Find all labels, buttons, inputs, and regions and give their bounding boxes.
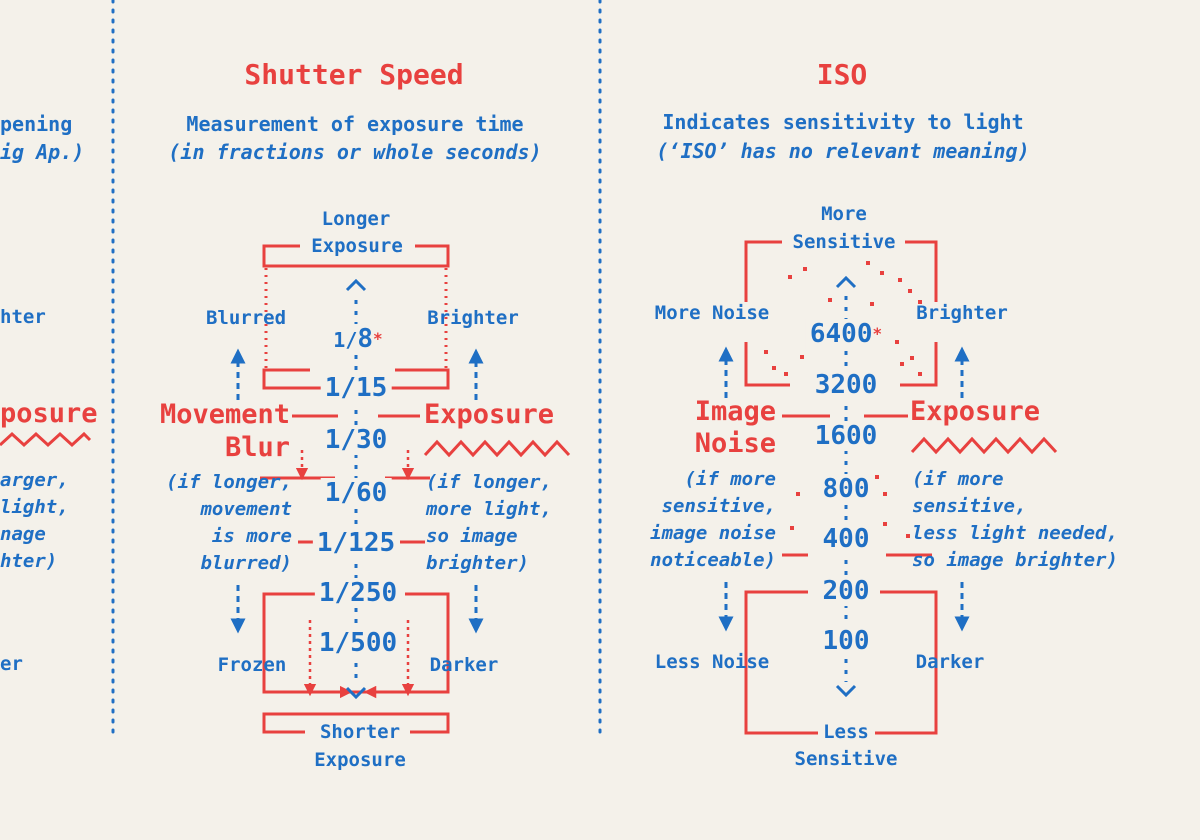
iso-subtitle: Indicates sensitivity to light <box>662 110 1024 134</box>
shutter-blurred-label: Blurred <box>205 307 287 329</box>
shutter-subtitle-note: (in fractions or whole seconds) <box>168 140 542 164</box>
iso-more-noise-label: More Noise <box>654 302 770 324</box>
iso-brighter-label: Brighter <box>916 302 1008 324</box>
image-noise-desc: noticeable) <box>650 549 776 571</box>
iso-less-noise-label: Less Noise <box>654 651 770 673</box>
zigzag-line <box>423 439 571 458</box>
shutter-bottom-label: Shorter <box>315 718 405 746</box>
asterisk-mark: * <box>872 324 883 343</box>
iso-exposure-desc: sensitive, <box>912 495 1027 517</box>
aperture-desc-line: light, <box>0 496 69 518</box>
iso-top-label: Sensitive <box>788 228 900 256</box>
aperture-brighter-label: hter <box>0 306 46 328</box>
zigzag-line <box>910 436 1058 455</box>
shutter-value: 1/8* <box>329 324 387 355</box>
shutter-value: 1/125 <box>312 528 400 558</box>
iso-bottom-label: Less <box>819 718 873 746</box>
shutter-value: 1/250 <box>314 578 402 608</box>
shutter-frozen-label: Frozen <box>217 654 287 676</box>
shutter-top-label: Exposure <box>307 232 407 260</box>
iso-value-digits: 6400 <box>809 319 873 349</box>
shutter-exposure-heading: Exposure <box>424 399 555 430</box>
image-noise-heading: Image <box>694 396 776 427</box>
aperture-subtitle-line2: ig Ap.) <box>0 140 85 164</box>
iso-bottom-label: Sensitive <box>794 748 898 770</box>
shutter-brighter-label: Brighter <box>427 307 519 329</box>
noise-dots <box>764 261 922 538</box>
iso-value: 3200 <box>810 370 882 400</box>
shutter-exposure-desc: more light, <box>426 498 552 520</box>
movement-blur-desc: blurred) <box>200 552 292 574</box>
shutter-darker-label: Darker <box>429 654 499 676</box>
shutter-top-label: Longer <box>321 208 391 230</box>
iso-value: 6400* <box>805 319 887 349</box>
shutter-value: 1/500 <box>314 628 402 658</box>
iso-darker-label: Darker <box>915 651 985 673</box>
iso-exposure-desc: so image brighter) <box>912 549 1118 571</box>
shutter-value: 1/30 <box>320 425 392 455</box>
image-noise-desc: image noise <box>650 522 776 544</box>
image-noise-desc: sensitive, <box>661 495 776 517</box>
asterisk-mark: * <box>373 329 383 348</box>
iso-exposure-heading: Exposure <box>910 396 1041 427</box>
shutter-exposure-desc: brighter) <box>426 552 529 574</box>
movement-blur-desc: movement <box>200 498 292 520</box>
shutter-value-digits: 8 <box>357 324 374 354</box>
shutter-exposure-desc: so image <box>426 525 518 547</box>
aperture-darker-label: er <box>0 653 23 675</box>
movement-blur-heading: Blur <box>224 432 290 463</box>
iso-top-label: More <box>821 203 867 225</box>
iso-value: 200 <box>818 576 874 606</box>
movement-blur-heading: Movement <box>159 399 290 430</box>
shutter-title: Shutter Speed <box>244 58 464 91</box>
shutter-exposure-desc: (if longer, <box>426 471 552 493</box>
shutter-value: 1/60 <box>320 478 392 508</box>
aperture-desc-line: nage <box>0 523 46 545</box>
iso-value: 400 <box>818 524 874 554</box>
shutter-bottom-label: Exposure <box>314 749 406 771</box>
aperture-desc-line: arger, <box>0 469 69 491</box>
image-noise-desc: (if more <box>684 468 776 490</box>
shutter-subtitle: Measurement of exposure time <box>186 112 524 136</box>
movement-blur-desc: (if longer, <box>166 471 292 493</box>
iso-exposure-desc: (if more <box>912 468 1004 490</box>
iso-value: 800 <box>818 474 874 504</box>
aperture-subtitle-line1: pening <box>0 112 73 136</box>
image-noise-heading: Noise <box>694 428 776 459</box>
iso-title: ISO <box>816 58 868 91</box>
zigzag-line <box>0 431 92 448</box>
shutter-value-prefix: 1/ <box>333 328 358 352</box>
iso-value: 1600 <box>810 421 882 451</box>
aperture-exposure-heading: posure <box>0 398 98 429</box>
iso-value: 100 <box>818 626 874 656</box>
iso-subtitle-note: (‘ISO’ has no relevant meaning) <box>656 139 1030 163</box>
movement-blur-desc: is more <box>211 525 292 547</box>
iso-exposure-desc: less light needed, <box>912 522 1118 544</box>
shutter-value: 1/15 <box>320 373 392 403</box>
aperture-desc-line: hter) <box>0 550 58 572</box>
